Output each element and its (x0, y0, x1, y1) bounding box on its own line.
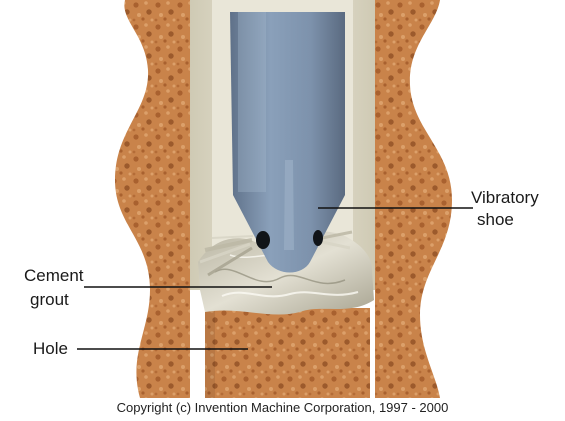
copyright-notice: Copyright (c) Invention Machine Corporat… (0, 400, 565, 415)
soil-right (375, 0, 452, 398)
shoe-center-ridge (284, 160, 294, 250)
label-vibratory-shoe-line1: Vibratory (471, 188, 539, 208)
soil-plug-shade-left (205, 308, 215, 398)
shoe-top-highlight (238, 12, 266, 192)
label-hole: Hole (33, 339, 68, 359)
shoe-port-left (256, 231, 270, 249)
soil-left (115, 0, 190, 398)
label-vibratory-shoe-line2: shoe (477, 210, 514, 230)
soil-plug (205, 308, 370, 398)
shoe-port-right (313, 230, 323, 246)
label-cement-grout-line1: Cement (24, 266, 84, 286)
label-cement-grout-line2: grout (30, 290, 69, 310)
